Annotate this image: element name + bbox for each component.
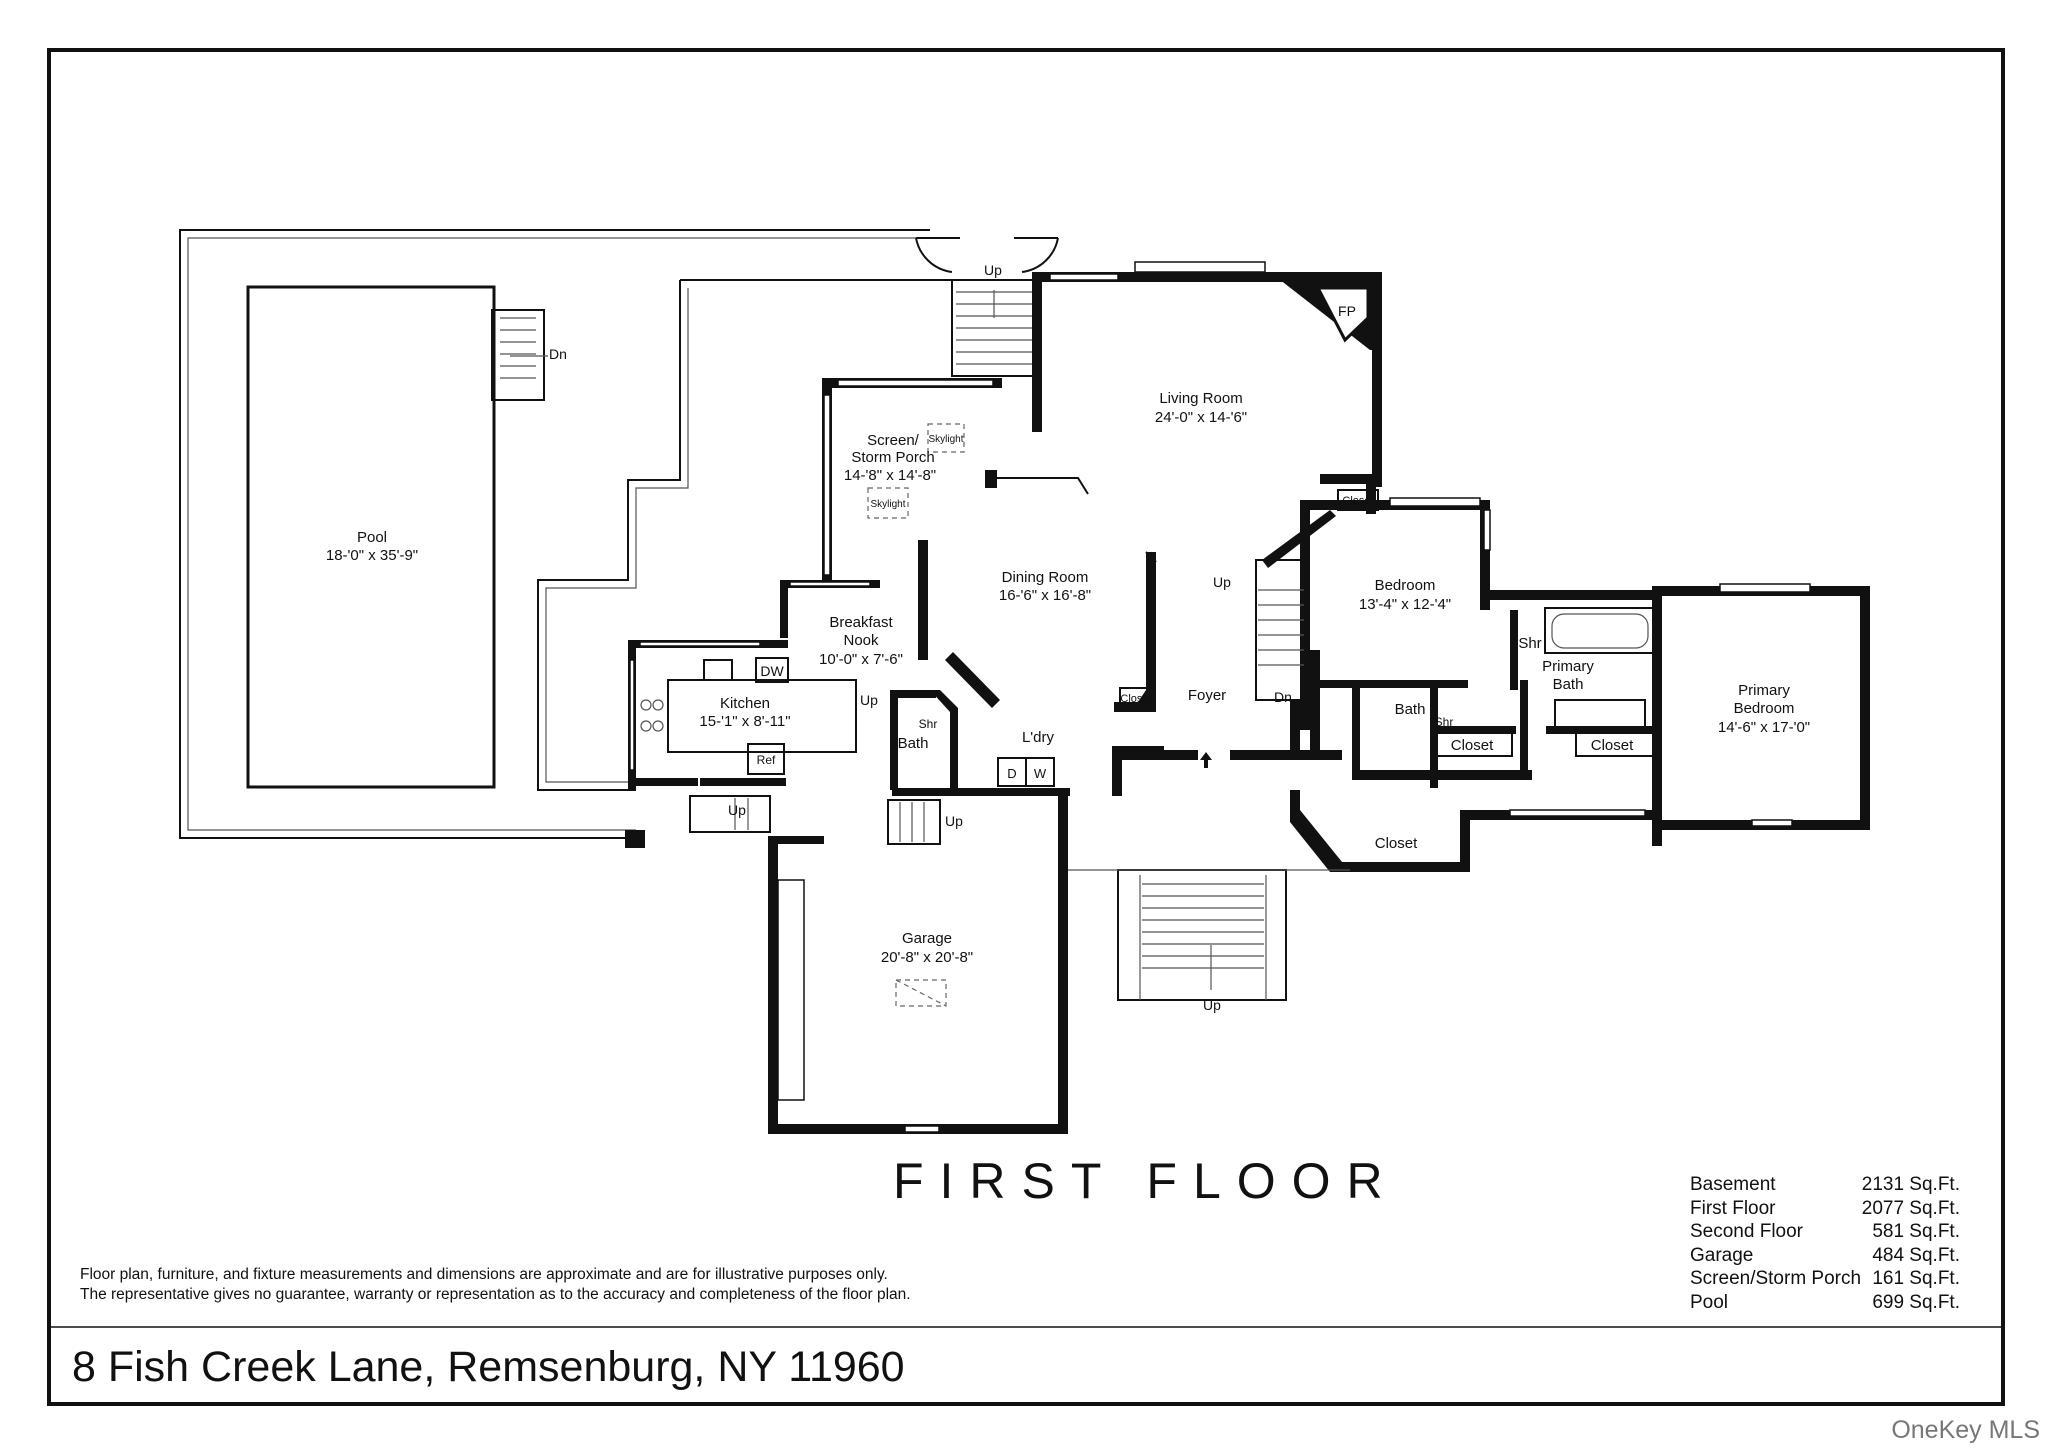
- living-name: Living Room: [1159, 390, 1242, 407]
- dining-name: Dining Room: [1002, 569, 1089, 586]
- area-value: 699 Sq.Ft.: [1872, 1291, 1960, 1313]
- up-garage: Up: [945, 813, 963, 829]
- disclaimer: Floor plan, furniture, and fixture measu…: [80, 1265, 911, 1305]
- closet-bath: Closet: [1451, 737, 1494, 754]
- nook-name-2: Nook: [843, 632, 879, 649]
- area-name: Screen/Storm Porch: [1690, 1268, 1862, 1289]
- up-front: Up: [1203, 997, 1221, 1013]
- foyer-label: Foyer: [1188, 687, 1226, 704]
- area-row: Pool 699 Sq.Ft.: [1690, 1291, 1960, 1315]
- up-nook: Up: [860, 692, 878, 708]
- w-label: W: [1034, 766, 1047, 781]
- skylight-1: Skylight: [928, 434, 963, 445]
- skylight-2: Skylight: [870, 499, 905, 510]
- sheet-frame: [47, 48, 2005, 1406]
- area-name: Second Floor: [1690, 1221, 1804, 1242]
- pool-outline: [246, 285, 496, 789]
- mls-watermark: OneKey MLS: [1891, 1416, 2040, 1444]
- porch-name-2: Storm Porch: [851, 449, 934, 466]
- nook-dims: 10'-0" x 7'-6": [819, 651, 903, 668]
- garage-name: Garage: [902, 930, 952, 947]
- area-name: Basement: [1690, 1174, 1776, 1195]
- dw-label: DW: [760, 663, 784, 679]
- primary-bath-1: Primary: [1542, 658, 1594, 675]
- house-walls: [628, 261, 1870, 1134]
- bath-label-2: Bath: [1395, 701, 1426, 718]
- pool-name: Pool: [357, 529, 387, 546]
- primary-bed-dims: 14'-6" x 17-'0": [1718, 719, 1810, 736]
- area-value: 484 Sq.Ft.: [1872, 1244, 1960, 1266]
- nook-name-1: Breakfast: [829, 614, 893, 631]
- rear-entry-steps: [915, 237, 1059, 377]
- floor-title: FIRST FLOOR: [893, 1153, 1399, 1209]
- pool-dims: 18-'0" x 35'-9": [326, 547, 418, 564]
- up-foyer: Up: [1213, 574, 1231, 590]
- foyer-stairs: [1255, 559, 1307, 701]
- kitchen-fixtures: [640, 657, 857, 775]
- bedroom-name: Bedroom: [1375, 577, 1436, 594]
- dining-dims: 16-'6" x 16'-8": [999, 587, 1091, 604]
- shr-label-3: Shr: [1518, 635, 1541, 652]
- area-value: 161 Sq.Ft.: [1872, 1268, 1960, 1289]
- area-name: First Floor: [1690, 1197, 1776, 1219]
- entry-arrow: [1200, 752, 1212, 760]
- closet-lower: Closet: [1375, 835, 1418, 852]
- d-label: D: [1007, 766, 1016, 781]
- closet-primary: Closet: [1591, 737, 1634, 754]
- dn-foyer: Dn: [1274, 689, 1292, 705]
- porch-name-1: Screen/: [867, 432, 920, 449]
- kitchen-dims: 15-'1" x 8'-11": [699, 713, 790, 730]
- area-row: Screen/Storm Porch 161 Sq.Ft.: [1690, 1267, 1960, 1291]
- dn-pool: Dn: [549, 346, 567, 362]
- area-row: Basement 2131 Sq.Ft.: [1690, 1173, 1960, 1197]
- fireplace: [1315, 286, 1370, 343]
- disclaimer-line-1: Floor plan, furniture, and fixture measu…: [80, 1266, 888, 1283]
- area-value: 2131 Sq.Ft.: [1861, 1174, 1960, 1195]
- primary-bed-1: Primary: [1738, 682, 1790, 699]
- closet-foyer: Closet: [1120, 693, 1151, 705]
- front-entry-steps: [1068, 869, 1350, 1001]
- area-value: 581 Sq.Ft.: [1872, 1221, 1960, 1242]
- fp-label: FP: [1338, 303, 1356, 319]
- room-labels: Pool 18-'0" x 35'-9" Screen/ Storm Porch…: [326, 262, 1810, 1013]
- up-rear: Up: [984, 262, 1002, 278]
- porch-dims: 14-'8" x 14'-8": [844, 467, 936, 484]
- kitchen-name: Kitchen: [720, 695, 770, 712]
- primary-bath-2: Bath: [1553, 676, 1584, 693]
- area-row: Second Floor 581 Sq.Ft.: [1690, 1220, 1960, 1244]
- area-row: Garage 484 Sq.Ft.: [1690, 1244, 1960, 1268]
- laundry-label: L'dry: [1022, 729, 1055, 746]
- shr-label-2: Shr: [1435, 715, 1454, 729]
- area-row: First Floor 2077 Sq.Ft.: [1690, 1197, 1960, 1221]
- area-name: Garage: [1690, 1244, 1754, 1266]
- pool-deck: [179, 229, 954, 848]
- area-value: 2077 Sq.Ft.: [1861, 1197, 1960, 1219]
- ref-label: Ref: [757, 753, 776, 767]
- garage-dims: 20'-8" x 20'-8": [881, 949, 973, 966]
- bath-label-1: Bath: [898, 735, 929, 752]
- living-dims: 24'-0" x 14-'6": [1155, 409, 1247, 426]
- area-table: Basement 2131 Sq.Ft. First Floor 2077 Sq.F…: [1690, 1173, 1960, 1314]
- property-address: 8 Fish Creek Lane, Remsenburg, NY 11960: [72, 1343, 905, 1391]
- garage-steps: [689, 795, 941, 845]
- bedroom-dims: 13'-4" x 12-'4": [1359, 596, 1451, 613]
- disclaimer-line-2: The representative gives no guarantee, w…: [80, 1286, 911, 1303]
- area-name: Pool: [1690, 1291, 1729, 1313]
- primary-bed-2: Bedroom: [1734, 700, 1795, 717]
- up-kitchen-exit: Up: [728, 802, 746, 818]
- closet-living: Closet: [1342, 495, 1373, 507]
- shr-label-1: Shr: [919, 717, 938, 731]
